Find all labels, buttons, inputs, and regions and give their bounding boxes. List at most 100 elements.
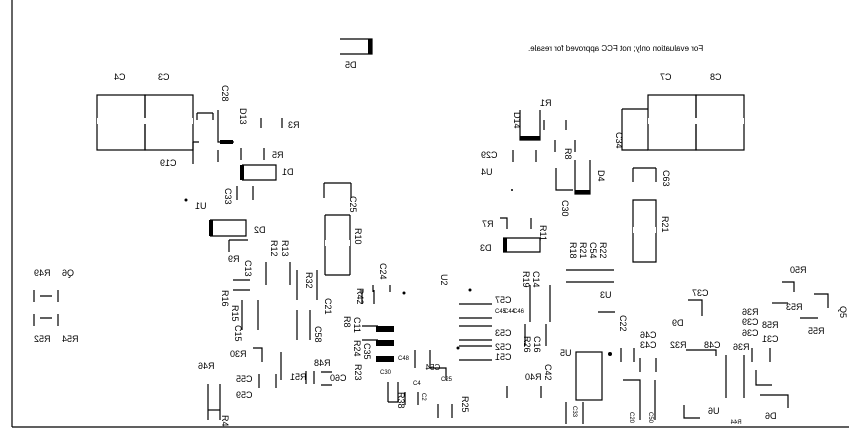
svg-text:C37: C37 [692, 288, 709, 298]
svg-text:R12: R12 [269, 240, 279, 257]
svg-text:R54: R54 [62, 334, 79, 344]
svg-text:R8: R8 [563, 148, 573, 160]
svg-text:R50: R50 [790, 265, 807, 275]
svg-text:R48: R48 [314, 358, 331, 368]
svg-text:C2: C2 [420, 393, 426, 401]
designator-c3: C3 [158, 72, 170, 82]
svg-text:C60: C60 [330, 373, 347, 383]
svg-text:R58: R58 [762, 320, 779, 330]
svg-text:R42: R42 [355, 288, 365, 305]
svg-text:C39: C39 [742, 317, 759, 327]
svg-text:R55: R55 [808, 326, 825, 336]
svg-text:D1: D1 [282, 167, 294, 177]
svg-text:U6: U6 [708, 406, 720, 416]
svg-text:R51: R51 [290, 372, 307, 382]
svg-text:R9: R9 [228, 254, 240, 264]
svg-text:C30: C30 [380, 370, 392, 376]
svg-text:C58: C58 [313, 326, 323, 343]
svg-text:R53: R53 [786, 302, 803, 312]
svg-text:C48: C48 [704, 340, 721, 350]
svg-text:C44: C44 [504, 309, 516, 315]
svg-text:C33: C33 [571, 406, 577, 418]
svg-text:C59: C59 [236, 390, 253, 400]
svg-text:R21: R21 [660, 216, 670, 233]
svg-text:R15: R15 [230, 305, 240, 322]
svg-text:R5: R5 [272, 150, 284, 160]
svg-text:C30: C30 [560, 200, 570, 217]
svg-text:C25: C25 [348, 196, 358, 213]
svg-text:U1: U1 [195, 201, 207, 211]
svg-text:C50: C50 [647, 412, 653, 424]
svg-text:U3: U3 [600, 290, 612, 300]
svg-text:C28: C28 [220, 85, 230, 102]
svg-text:R10: R10 [353, 228, 363, 245]
svg-text:C33: C33 [223, 188, 233, 205]
svg-text:C46: C46 [640, 330, 657, 340]
svg-text:R24: R24 [352, 340, 362, 357]
svg-text:D9: D9 [672, 318, 684, 328]
svg-text:C63: C63 [661, 170, 671, 187]
ic-u5-body [575, 351, 603, 401]
svg-text:R11: R11 [538, 225, 548, 241]
svg-text:C16: C16 [532, 336, 542, 353]
svg-text:C48: C48 [398, 356, 410, 362]
designator-c4: C4 [114, 72, 126, 82]
svg-text:R44: R44 [730, 420, 742, 426]
svg-text:C13: C13 [243, 260, 253, 277]
svg-text:R22: R22 [598, 242, 608, 259]
svg-text:R21: R21 [578, 242, 588, 259]
svg-text:Q6: Q6 [62, 268, 74, 278]
svg-text:C20: C20 [628, 412, 634, 424]
svg-text:C29: C29 [481, 150, 498, 160]
svg-text:R32: R32 [304, 272, 314, 289]
svg-text:R38: R38 [396, 392, 406, 409]
svg-text:R36: R36 [742, 307, 759, 317]
svg-text:C51: C51 [495, 352, 512, 362]
svg-text:U4: U4 [481, 167, 493, 177]
svg-text:C15: C15 [233, 325, 243, 342]
svg-text:D2: D2 [254, 225, 266, 235]
svg-text:C53: C53 [495, 328, 512, 338]
svg-text:R16: R16 [220, 290, 230, 307]
svg-text:R26: R26 [522, 336, 532, 353]
svg-text:C19: C19 [160, 158, 177, 168]
svg-text:R3: R3 [288, 120, 300, 130]
svg-text:C54: C54 [588, 242, 598, 259]
svg-text:Q5: Q5 [838, 306, 848, 318]
svg-text:C45: C45 [495, 309, 507, 315]
designator-c7: C7 [660, 72, 672, 82]
svg-text:C55: C55 [236, 374, 253, 384]
designator-d5: D5 [345, 60, 357, 70]
evaluation-note: For evaluation only; not FCC approved fo… [528, 44, 703, 53]
svg-text:R36: R36 [733, 342, 750, 352]
svg-text:R25: R25 [460, 396, 470, 413]
svg-text:C22: C22 [618, 315, 628, 332]
svg-text:R52: R52 [34, 334, 51, 344]
svg-text:C57: C57 [495, 295, 512, 305]
designator-c8: C8 [710, 72, 722, 82]
svg-text:C4: C4 [413, 381, 421, 387]
svg-text:C43: C43 [640, 340, 657, 350]
svg-text:C52: C52 [495, 342, 512, 352]
svg-text:C54: C54 [425, 363, 440, 372]
svg-text:C24: C24 [378, 263, 388, 280]
svg-text:C21: C21 [323, 298, 333, 315]
svg-text:C46: C46 [513, 309, 525, 315]
svg-text:C42: C42 [543, 364, 553, 381]
svg-text:R18: R18 [568, 242, 578, 259]
svg-text:R1: R1 [540, 98, 552, 108]
svg-text:R8: R8 [342, 316, 352, 328]
svg-text:U5: U5 [560, 348, 572, 358]
svg-text:R13: R13 [280, 240, 290, 257]
svg-text:C34: C34 [614, 132, 624, 149]
svg-text:D4: D4 [596, 170, 606, 182]
svg-text:R23: R23 [353, 364, 363, 381]
svg-text:C36: C36 [742, 328, 759, 338]
svg-text:C35: C35 [362, 343, 372, 360]
svg-text:D14: D14 [512, 112, 522, 129]
svg-text:R40: R40 [525, 372, 542, 382]
svg-text:D13: D13 [238, 108, 248, 125]
svg-text:C11: C11 [352, 317, 362, 333]
